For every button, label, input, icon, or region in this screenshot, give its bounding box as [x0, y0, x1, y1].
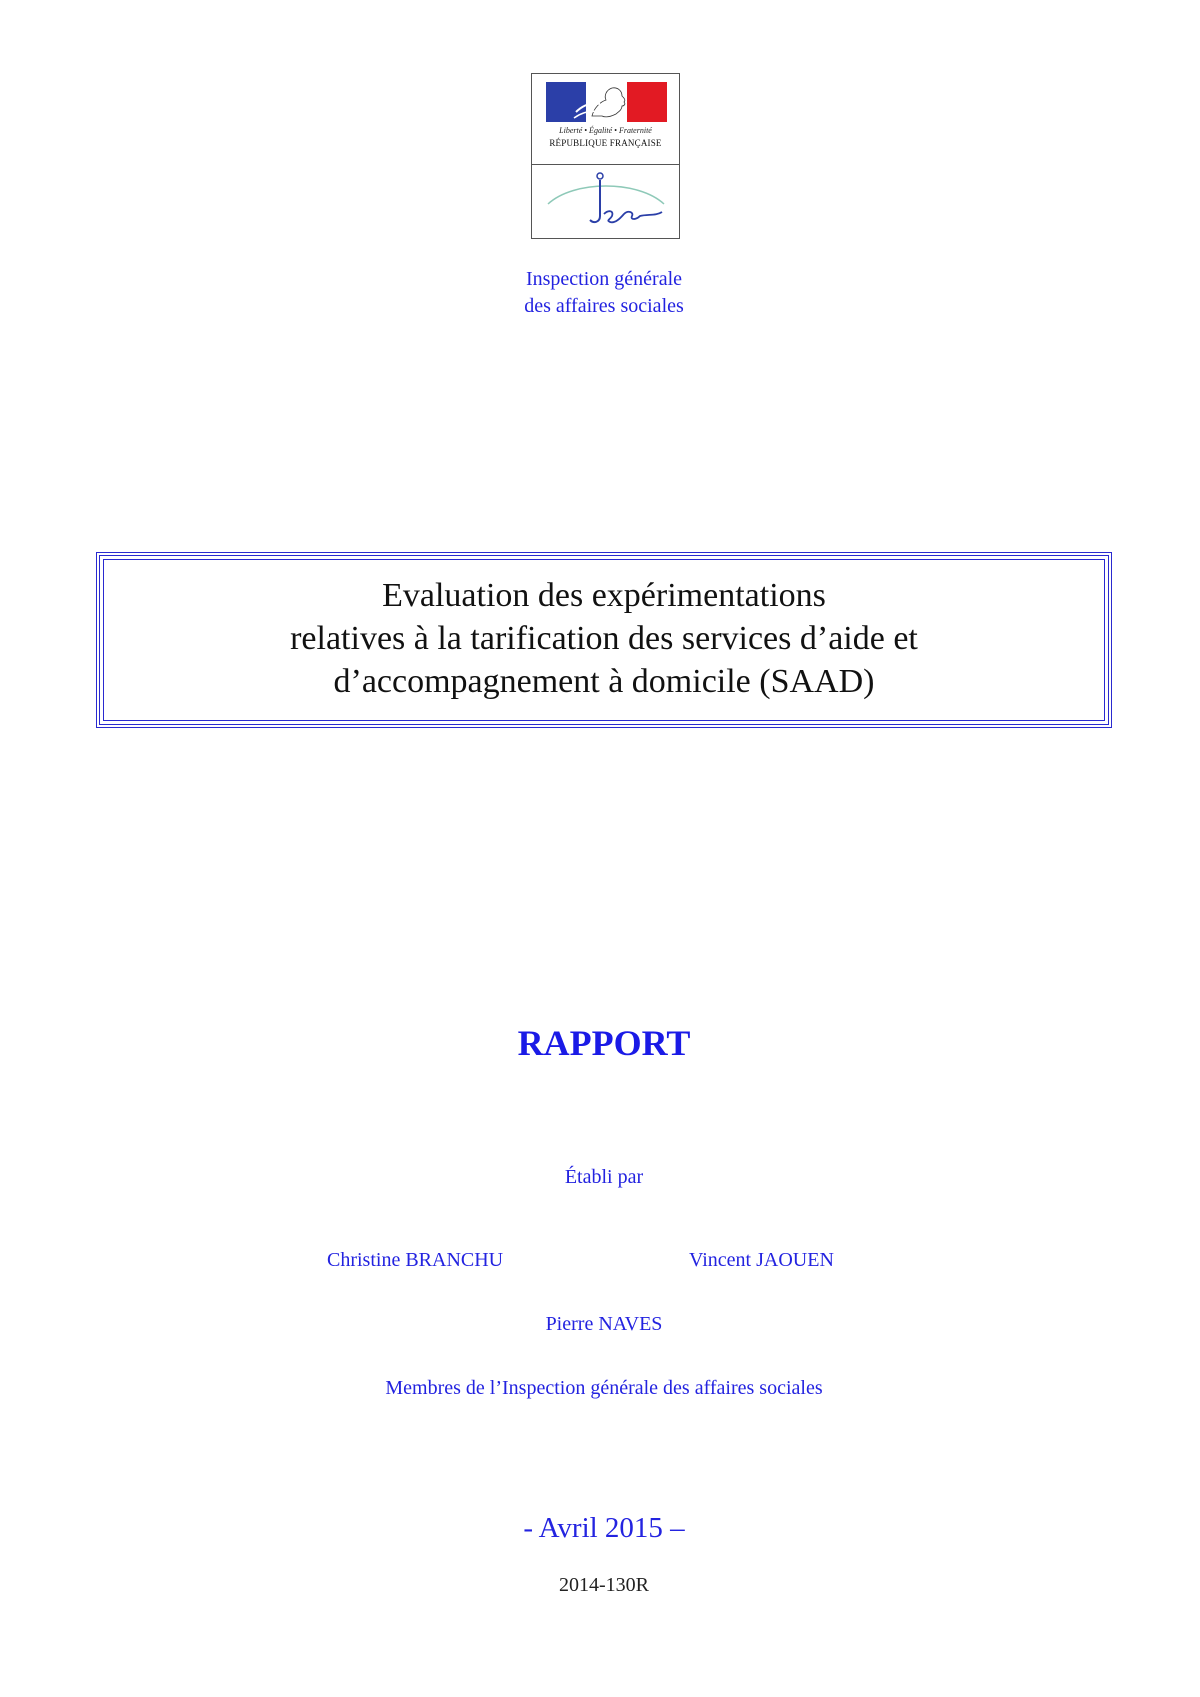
marianne-logo: Liberté • Égalité • Fraternité RÉPUBLIQU… [532, 74, 679, 165]
organization-name: Inspection générale des affaires sociale… [0, 266, 1200, 320]
igas-logo-icon [547, 172, 665, 224]
established-by-label: Établi par [564, 1166, 644, 1188]
report-title: Evaluation des expérimentations relative… [100, 574, 1108, 703]
organization-line-2: des affaires sociales [524, 295, 684, 317]
marianne-flag-icon [546, 82, 667, 122]
organization-line-1: Inspection générale [525, 268, 683, 290]
report-title-line-3: d’accompagnement à domicile (SAAD) [333, 663, 875, 700]
report-title-frame: Evaluation des expérimentations relative… [96, 552, 1112, 728]
republique-francaise-label: RÉPUBLIQUE FRANÇAISE [549, 138, 662, 148]
report-reference-number: 2014-130R [559, 1574, 649, 1596]
authors-affiliation: Membres de l’Inspection générale des aff… [385, 1377, 823, 1399]
report-type-heading: RAPPORT [517, 1023, 691, 1063]
author-vincent-jaouen: Vincent JAOUEN [689, 1249, 834, 1271]
report-date: - Avril 2015 – [523, 1512, 685, 1544]
author-pierre-naves: Pierre NAVES [545, 1313, 663, 1335]
republic-motto: Liberté • Égalité • Fraternité [559, 126, 652, 135]
government-logo: Liberté • Égalité • Fraternité RÉPUBLIQU… [531, 73, 680, 239]
report-title-line-1: Evaluation des expérimentations [382, 577, 826, 614]
author-christine-branchu: Christine BRANCHU [327, 1249, 504, 1271]
report-title-line-2: relatives à la tarification des services… [290, 620, 918, 657]
